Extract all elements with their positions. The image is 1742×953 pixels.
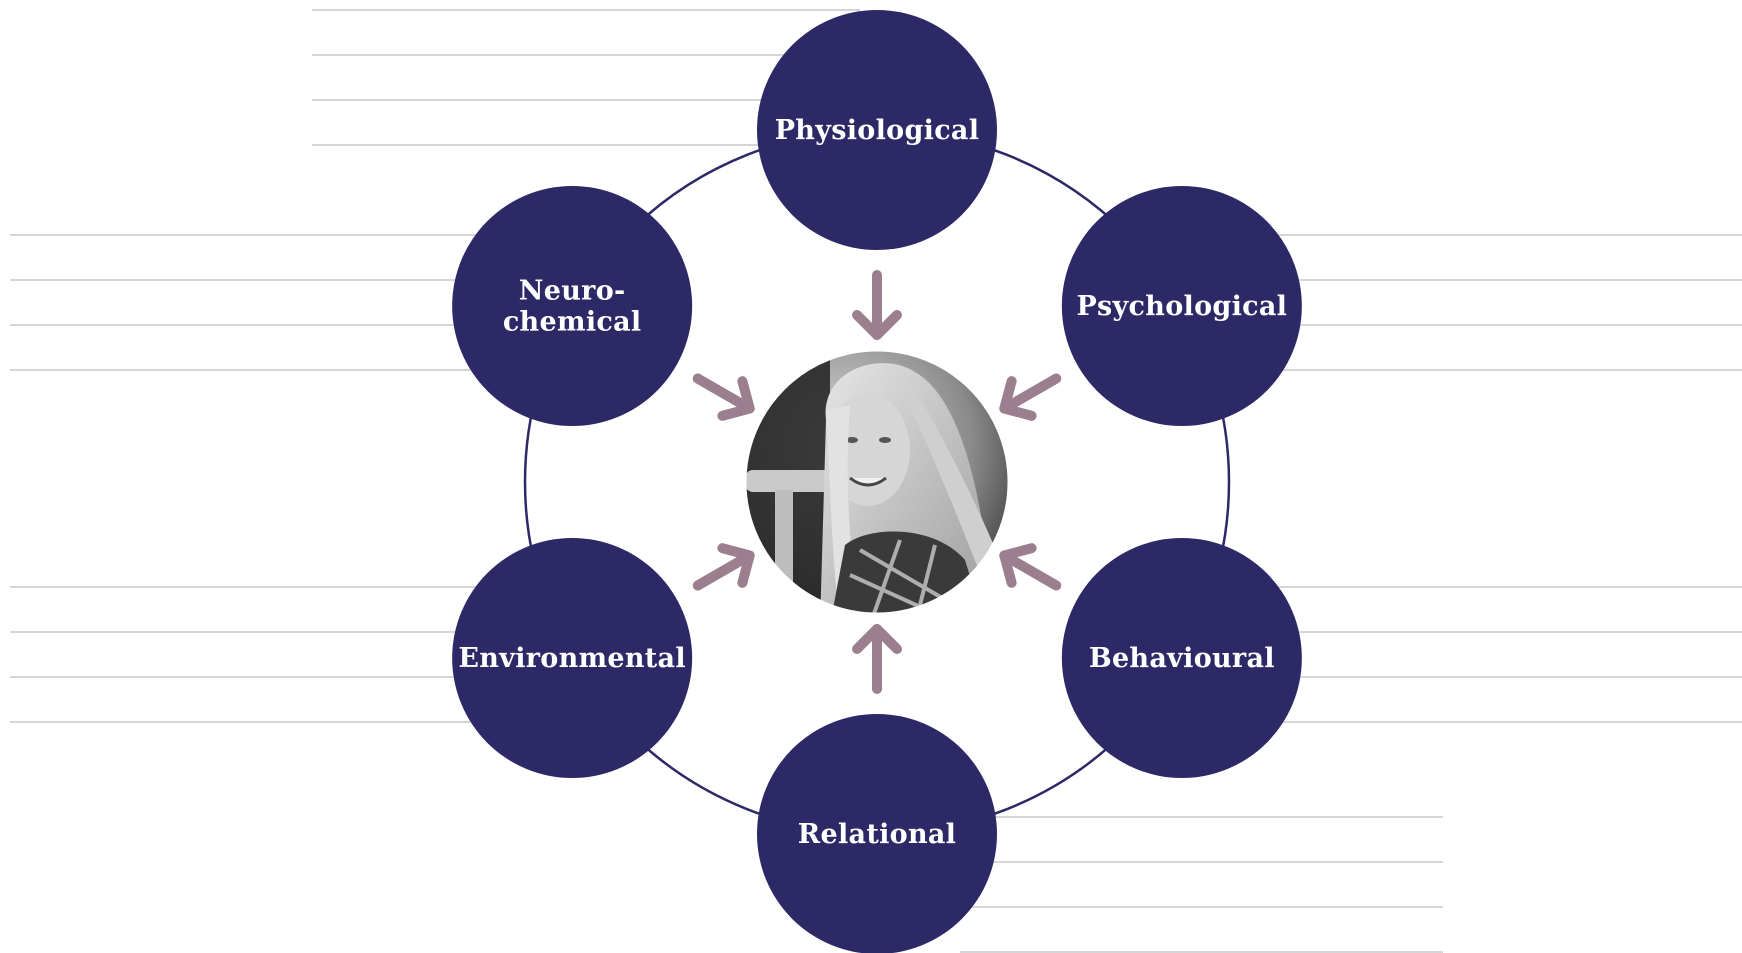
- node-label: Physiological: [775, 115, 980, 146]
- arrow-from-physiological: [852, 270, 902, 340]
- arrow-from-environmental: [692, 543, 755, 591]
- node-relational: Relational: [757, 714, 997, 953]
- node-physiological: Physiological: [757, 10, 997, 250]
- center-portrait: [746, 351, 1008, 613]
- node-environmental: Environmental: [452, 538, 693, 778]
- node-neurochemical: Neuro-chemical: [452, 186, 693, 426]
- node-group: PhysiologicalPsychologicalBehaviouralRel…: [452, 10, 1302, 953]
- node-label: Behavioural: [1089, 643, 1275, 674]
- node-label: Neuro-: [519, 276, 626, 307]
- node-circle: [757, 10, 997, 250]
- arrow-from-behavioural: [999, 543, 1062, 591]
- node-circle: [1061, 538, 1302, 778]
- arrow-from-neurochemical: [692, 373, 755, 421]
- node-label: Relational: [798, 819, 957, 850]
- node-behavioural: Behavioural: [1061, 538, 1302, 778]
- node-circle: [452, 186, 693, 426]
- inward-arrows: [692, 270, 1062, 694]
- node-label: chemical: [503, 307, 642, 338]
- node-label: Psychological: [1076, 291, 1287, 322]
- node-psychological: Psychological: [1061, 186, 1302, 426]
- node-circle: [452, 538, 693, 778]
- node-circle: [757, 714, 997, 953]
- node-circle: [1061, 186, 1302, 426]
- node-label: Environmental: [458, 643, 686, 674]
- arrow-from-psychological: [999, 373, 1062, 421]
- arrow-from-relational: [852, 624, 902, 694]
